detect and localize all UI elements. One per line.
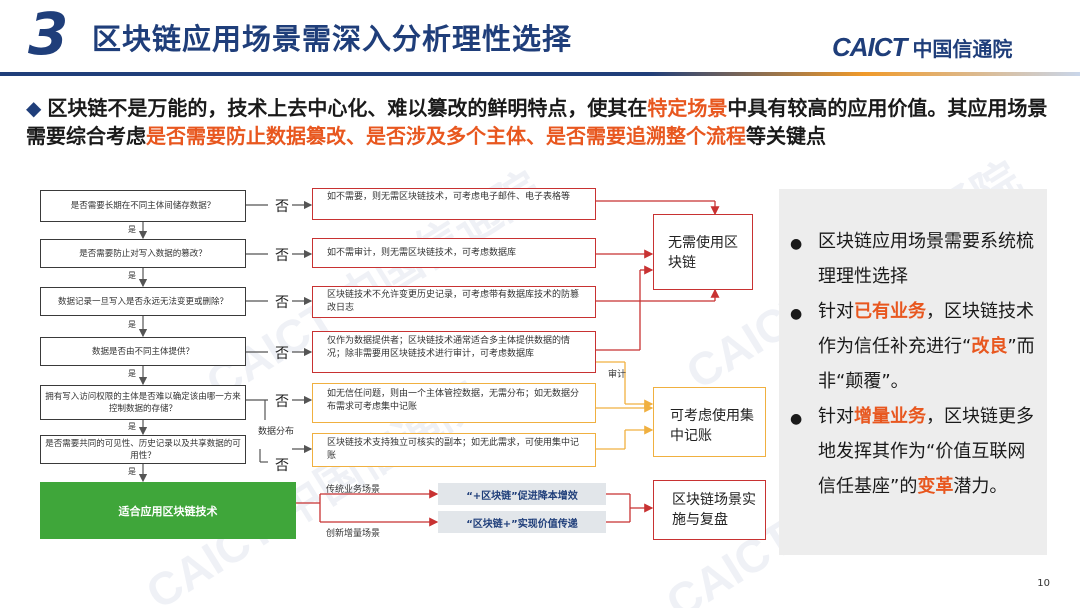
summary-highlight: 改良 — [971, 336, 1008, 357]
answer-box: 如不需审计，则无需区块链技术，可考虑数据库 — [312, 238, 596, 268]
yes-label: 是 — [128, 271, 136, 280]
summary-point-2: 针对已有业务，区块链技术作为信任补充进行“改良”而非“颠覆”。 — [818, 294, 1038, 399]
summary-highlight: 变革 — [917, 476, 954, 497]
summary-point-3: 针对增量业务，区块链更多地发挥其作为“价值互联网信任基座”的变革潜力。 — [818, 399, 1038, 504]
no-label: 否 — [275, 458, 289, 474]
yes-label: 是 — [128, 225, 136, 234]
no-label: 否 — [275, 248, 289, 264]
question-box: 数据是否由不同主体提供？ — [40, 337, 246, 366]
question-box: 是否需要共同的可见性、历史记录以及共享数据的可用性？ — [40, 435, 246, 464]
result-central-ledger: 可考虑使用集中记账 — [653, 387, 766, 457]
no-label: 否 — [275, 199, 289, 215]
traditional-scenario-label: 传统业务场景 — [326, 485, 381, 495]
summary-highlight: 已有业务 — [854, 301, 926, 322]
plus-blockchain-button: “+区块链”促进降本增效 — [438, 483, 606, 505]
header-divider — [0, 72, 1080, 76]
intro-text-3: 等关键点 — [746, 124, 826, 148]
answer-box: 仅作为数据提供者；区块链技术通常适合多主体提供数据的情况；除非需要用区块链技术进… — [312, 331, 596, 373]
section-number: 3 — [28, 0, 69, 68]
no-label: 否 — [275, 295, 289, 311]
no-label: 否 — [275, 346, 289, 362]
question-box: 是否需要防止对写入数据的篡改？ — [40, 239, 246, 268]
logo-text-en: CAICT — [832, 32, 907, 62]
summary-text: 潜力。 — [953, 476, 1008, 497]
blockchain-plus-button: “区块链+”实现价值传递 — [438, 511, 606, 533]
answer-box: 如不需要，则无需区块链技术，可考虑电子邮件、电子表格等 — [312, 188, 596, 220]
bullet-icon: ● — [790, 411, 803, 427]
intro-highlight-2: 是否需要防止数据篡改、是否涉及多个主体、是否需要追溯整个流程 — [146, 124, 746, 148]
question-box: 拥有写入访问权限的主体是否难以确定该由哪一方来控制数据的存储？ — [40, 385, 246, 420]
result-no-blockchain: 无需使用区块链 — [653, 214, 753, 290]
innovative-scenario-label: 创新增量场景 — [326, 529, 381, 539]
yes-label: 是 — [128, 320, 136, 329]
summary-panel — [779, 189, 1047, 555]
answer-box: 区块链技术支持独立可核实的副本；如无此需求，可使用集中记账 — [312, 433, 596, 467]
summary-text: ，区块链技术作为信任补充进行“ — [818, 301, 1034, 357]
diamond-bullet-icon: ◆ — [26, 96, 42, 120]
result-implementation-review: 区块链场景实施与复盘 — [653, 480, 766, 540]
intro-highlight-1: 特定场景 — [647, 96, 728, 120]
bullet-icon: ● — [790, 236, 803, 252]
summary-text: 针对 — [818, 301, 854, 322]
audit-label: 审计 — [608, 370, 627, 380]
question-box: 数据记录一旦写入是否永远无法变更或删除？ — [40, 287, 246, 316]
yes-label: 是 — [128, 467, 136, 476]
page-number: 10 — [1037, 578, 1050, 589]
summary-point-1: 区块链应用场景需要系统梳理理性选择 — [818, 231, 1034, 287]
yes-label: 是 — [128, 369, 136, 378]
intro-text-2: 中具有较高的应用价值。其应用场景需要综合考虑 — [26, 96, 1048, 148]
question-box: 是否需要长期在不同主体间储存数据？ — [40, 190, 246, 222]
no-label: 否 — [275, 394, 289, 410]
summary-highlight: 增量业务 — [854, 406, 926, 427]
intro-text-1: 区块链不是万能的，技术上去中心化、难以篡改的鲜明特点，使其在 — [47, 96, 648, 120]
summary-text: ”而非“颠覆”。 — [818, 336, 1035, 392]
intro-paragraph: ◆区块链不是万能的，技术上去中心化、难以篡改的鲜明特点，使其在特定场景中具有较高… — [26, 94, 1056, 150]
answer-box: 区块链技术不允许变更历史记录，可考虑带有数据库技术的防篡改日志 — [312, 286, 596, 318]
summary-text: ，区块链更多地发挥其作为“价值互联网信任基座”的 — [818, 406, 1034, 497]
logo-text-cn: 中国信通院 — [912, 37, 1013, 61]
answer-box: 如无信任问题，则由一个主体管控数据，无需分布；如无数据分布需求可考虑集中记账 — [312, 383, 596, 423]
data-distribution-label: 数据分布 — [258, 427, 295, 437]
page-title: 区块链应用场景需深入分析理性选择 — [92, 22, 573, 56]
caict-logo: CAICT 中国信通院 — [832, 32, 1012, 63]
summary-text: 针对 — [818, 406, 854, 427]
bullet-icon: ● — [790, 306, 803, 322]
yes-label: 是 — [128, 422, 136, 431]
suitable-blockchain-box: 适合应用区块链技术 — [40, 482, 296, 539]
